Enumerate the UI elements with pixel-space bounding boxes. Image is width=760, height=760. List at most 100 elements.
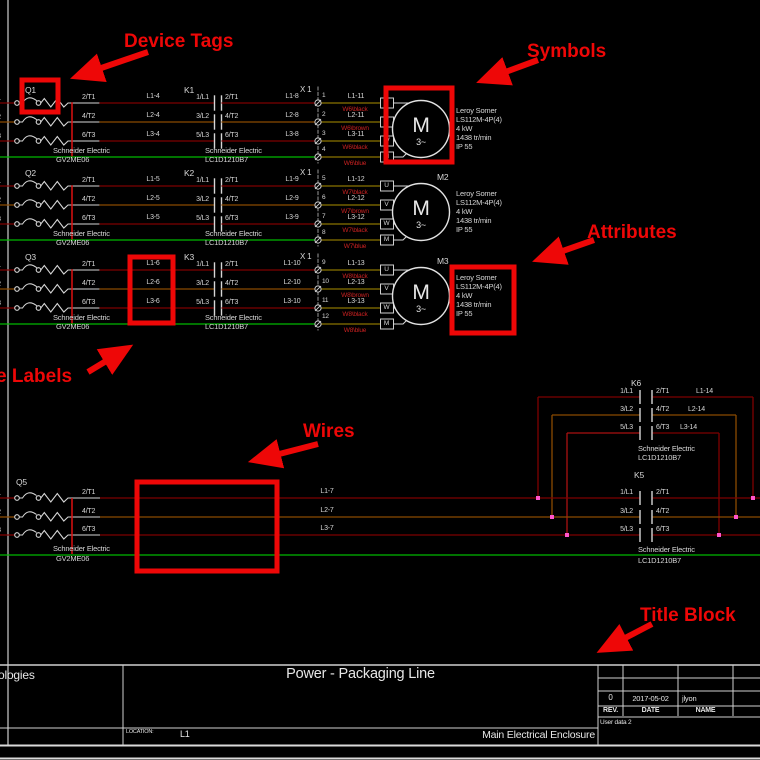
terminal-label: 2/T1 <box>225 177 239 184</box>
wire-label: L1-6 <box>146 260 160 267</box>
part-number-label: GV2ME06 <box>56 155 90 164</box>
terminal-label: 6/T3 <box>82 299 96 306</box>
part-number-label: LC1D1210B7 <box>638 556 682 565</box>
attribute-line: LS112M-4P(4) <box>456 198 502 207</box>
cable-label: W8\brown <box>341 292 369 299</box>
drawing-name: Main Electrical Enclosure <box>482 729 595 741</box>
rev-name: jlyon <box>682 694 697 703</box>
device-tag-breaker: Q2 <box>25 168 36 178</box>
attribute-line: 1438 tr/min <box>456 133 492 142</box>
wire-label: L1-7 <box>320 488 334 495</box>
terminal-number: 9 <box>322 259 326 266</box>
terminal-label: 2/T1 <box>225 261 239 268</box>
terminal-label: 6/T3 <box>656 526 670 533</box>
motor-symbol-phase: 3~ <box>416 220 426 230</box>
cable-label: W8\blue <box>343 327 367 334</box>
attribute-line: Leroy Somer <box>456 273 497 282</box>
terminal-number: 12 <box>322 313 329 320</box>
terminal-label: 2/T1 <box>656 388 670 395</box>
cable-label: W7\black <box>342 227 368 234</box>
terminal-label: 2/T1 <box>656 489 670 496</box>
terminal-number: 7 <box>322 213 326 220</box>
wire-junction-dots <box>536 496 755 537</box>
terminal-label: 5/L3 <box>196 299 209 306</box>
breaker-q5-symbol[interactable] <box>0 492 100 554</box>
part-number-label: GV2ME06 <box>56 554 90 563</box>
part-number-label: GV2ME06 <box>56 322 90 331</box>
wire-label: L2-14 <box>688 406 705 413</box>
terminal-label: 3/L2 <box>0 281 1 289</box>
device-tag-contactor: K2 <box>184 168 194 178</box>
motor-terminal-letter: U <box>384 182 389 189</box>
contactor-k6-symbol[interactable] <box>537 390 754 535</box>
terminal-strip-tag: X 1 <box>300 168 312 177</box>
terminal-label: 4/T2 <box>82 196 96 203</box>
terminal-number: 1 <box>322 92 326 99</box>
motor-terminal-letter: V <box>384 201 389 208</box>
device-tag-motor: M3 <box>437 256 449 266</box>
manufacturer-label: Schneider Electric <box>205 313 262 322</box>
terminal-label: 3/L2 <box>0 197 1 205</box>
terminal-label: 1/L1 <box>620 388 633 395</box>
cable-label: W8\black <box>342 273 368 280</box>
attribute-line: 4 kW <box>456 291 473 300</box>
wire-label: L1-8 <box>285 93 299 100</box>
attribute-line: Leroy Somer <box>456 189 497 198</box>
terminal-label: 3/L2 <box>0 114 1 122</box>
annotation-title-block: Title Block <box>640 605 736 626</box>
name-header: NAME <box>695 707 716 714</box>
wire-label: L2-11 <box>347 112 365 119</box>
device-tag-k6: K6 <box>631 378 641 388</box>
terminal-label: 4/T2 <box>82 280 96 287</box>
motor-symbol-letter: M <box>412 197 430 220</box>
terminal-number: 6 <box>322 194 326 201</box>
terminal-label: 6/T3 <box>225 215 239 222</box>
contactor-k5-symbol[interactable] <box>639 491 653 542</box>
terminal-label: 3/L2 <box>196 196 209 203</box>
terminal-label: 1/L1 <box>0 262 1 270</box>
attribute-line: 4 kW <box>456 124 473 133</box>
terminal-label: 3/L2 <box>620 406 633 413</box>
wire-label: L1-5 <box>146 176 160 183</box>
terminal-label: 1/L1 <box>196 94 209 101</box>
terminal-label: 1/L1 <box>0 95 1 103</box>
motor-terminal-letter: V <box>384 285 389 292</box>
terminal-label: 6/T3 <box>82 132 96 139</box>
terminal-label: 5/L3 <box>0 300 1 308</box>
wire-label: L3-11 <box>347 131 365 138</box>
terminal-label: 1/L1 <box>196 261 209 268</box>
device-tag-q5: Q5 <box>16 477 27 487</box>
terminal-label: 6/T3 <box>225 299 239 306</box>
cable-label: W6\brown <box>341 125 369 132</box>
cable-label: W7\brown <box>341 208 369 215</box>
wire-label: L3-8 <box>285 131 299 138</box>
wire-label: L2-9 <box>285 195 299 202</box>
terminal-label: 5/L3 <box>0 133 1 141</box>
wire-label: L1-9 <box>285 176 299 183</box>
terminal-label: 2/T1 <box>225 94 239 101</box>
terminal-label: 2/T1 <box>82 489 96 496</box>
wire-label: L3-4 <box>146 131 160 138</box>
motor-symbol-letter: M <box>412 281 430 304</box>
device-tag-breaker: Q3 <box>25 252 36 262</box>
terminal-label: 5/L3 <box>620 424 633 431</box>
attribute-line: IP 55 <box>456 309 473 318</box>
terminal-label: 2/T1 <box>82 261 96 268</box>
wire-label: L3-13 <box>347 298 365 305</box>
wire-label: L2-4 <box>146 112 160 119</box>
wire-label: L1-10 <box>283 260 301 267</box>
rev-value: 0 <box>608 693 613 702</box>
wire-label: L2-6 <box>146 279 160 286</box>
motor-terminal-letter: W <box>383 304 390 311</box>
terminal-label: 5/L3 <box>0 527 1 535</box>
manufacturer-label: Schneider Electric <box>638 545 695 554</box>
attribute-line: 1438 tr/min <box>456 300 492 309</box>
annotation-attributes: Attributes <box>587 222 677 243</box>
attribute-line: Leroy Somer <box>456 106 497 115</box>
terminal-number: 5 <box>322 175 326 182</box>
date-header: DATE <box>641 707 660 714</box>
terminal-strip-tag: X 1 <box>300 252 312 261</box>
terminal-strip-tag: X 1 <box>300 85 312 94</box>
